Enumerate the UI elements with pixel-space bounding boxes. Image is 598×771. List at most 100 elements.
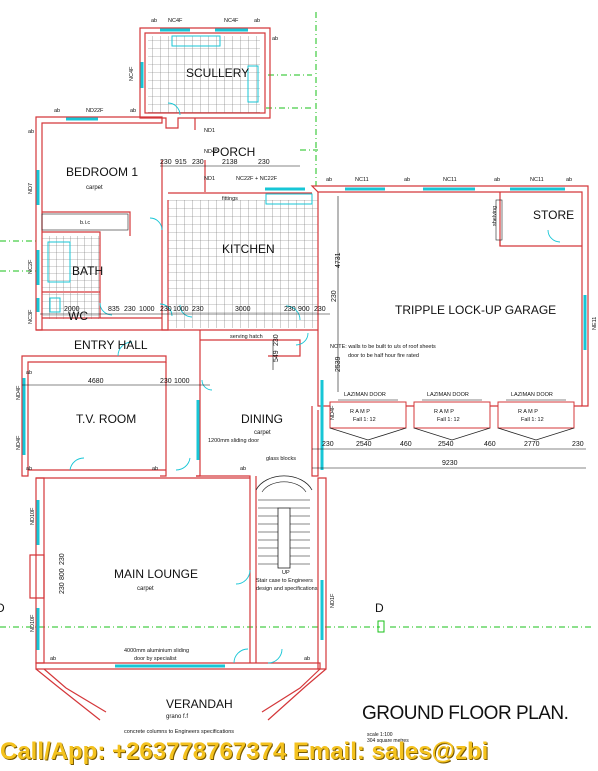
- scullery-floor: [148, 36, 260, 113]
- label-wc: WC: [68, 309, 88, 323]
- section-mark-left: D: [0, 601, 5, 615]
- label-entry-hall: ENTRY HALL: [74, 338, 148, 352]
- note-laziman-2: LAZIMAN DOOR: [427, 392, 469, 398]
- element-tags: NC4F NC4F NC4F ND22F ab ab ab ab ab ab N…: [16, 18, 598, 662]
- label-kitchen: KITCHEN: [222, 242, 275, 256]
- staircase: [255, 475, 313, 569]
- tag-bic: b.i.c: [80, 220, 90, 226]
- fixtures: [41, 35, 503, 313]
- dim-230-g: 230: [284, 306, 296, 313]
- dim-230-b: 230: [192, 159, 204, 166]
- note-glass-blocks: glass blocks: [266, 456, 296, 462]
- drawing-scale: scale 1:100 304 square metres: [367, 732, 409, 744]
- note-stair-2: design and specifications: [256, 586, 318, 592]
- note-serving-hatch: serving hatch: [230, 334, 263, 340]
- section-mark-right: D: [375, 601, 384, 615]
- dim-2000: 2000: [64, 306, 80, 313]
- label-verandah-finish: grano f.f: [166, 714, 188, 720]
- dim-800: 800: [59, 568, 66, 580]
- dim-230-a: 230: [160, 159, 172, 166]
- tag-ab-4: ab: [54, 108, 60, 114]
- tag-ab-12: ab: [26, 466, 32, 472]
- tag-ab-16: ab: [240, 466, 246, 472]
- note-fall-1: Fall 1: 12: [353, 417, 376, 423]
- note-ramp-1: R A M P: [350, 409, 370, 415]
- tag-shelving: shelving: [492, 206, 498, 226]
- note-ramp-2: R A M P: [434, 409, 454, 415]
- wc-floor: [42, 293, 100, 319]
- tag-nc2f: NC2F: [28, 259, 34, 274]
- dim-230-m: 230: [59, 553, 66, 565]
- tag-nc11-c: NC11: [530, 177, 544, 183]
- dim-230-k: 230: [322, 441, 334, 448]
- dim-230-h: 230: [314, 306, 326, 313]
- tag-nc11-b: NC11: [443, 177, 457, 183]
- tag-nc4f-side: NC4F: [129, 66, 135, 81]
- tag-ab-3: ab: [272, 36, 278, 42]
- tag-nc11-a: NC11: [355, 177, 369, 183]
- label-porch: PORCH: [212, 145, 255, 159]
- dim-1000-c: 1000: [174, 378, 190, 385]
- tag-ab-15: ab: [304, 656, 310, 662]
- tag-nd1f: ND1F: [330, 593, 336, 608]
- label-store: STORE: [533, 208, 574, 222]
- dim-915: 915: [175, 159, 187, 166]
- dim-4731: 4731: [335, 252, 342, 268]
- note-fall-3: Fall 1: 12: [521, 417, 544, 423]
- tag-nd45: ND45: [204, 149, 218, 155]
- tag-nd4f-b: ND4F: [16, 435, 22, 450]
- tag-ab-5: ab: [130, 108, 136, 114]
- dim-460-a: 460: [400, 441, 412, 448]
- tag-ab-11: ab: [26, 370, 32, 376]
- dim-1000-a: 1000: [139, 306, 155, 313]
- label-bath: BATH: [72, 264, 103, 278]
- note-up: UP: [282, 570, 290, 576]
- tag-ab-1: ab: [151, 18, 157, 24]
- tag-nc4f-a: NC4F: [168, 18, 183, 24]
- dim-1000-b: 1000: [173, 306, 189, 313]
- dim-230-c: 230: [258, 159, 270, 166]
- dim-230-l: 230: [572, 441, 584, 448]
- label-dining-finish: carpet: [254, 430, 271, 436]
- tag-ab-8: ab: [404, 177, 410, 183]
- tag-ab-14: ab: [50, 656, 56, 662]
- area-text: 304 square metres: [367, 738, 409, 744]
- scale-text: scale 1:100: [367, 732, 393, 738]
- tag-nd7: ND7: [28, 183, 34, 194]
- contact-banner-text: Call/App: +263778767374 Email: sales@zbi: [0, 738, 489, 765]
- label-scullery: SCULLERY: [186, 66, 249, 80]
- drawing-title: GROUND FLOOR PLAN.: [362, 703, 569, 724]
- note-fall-2: Fall 1: 12: [437, 417, 460, 423]
- tag-nd10f-b: ND10F: [30, 614, 36, 632]
- note-columns: concrete columns to Engineers specificat…: [124, 729, 234, 735]
- note-alu-2: door by specialist: [134, 656, 177, 662]
- dim-9230: 9230: [442, 460, 458, 467]
- dim-2540-b: 2540: [438, 441, 454, 448]
- tag-nd1-a: ND1: [204, 128, 215, 134]
- kitchen-floor: [168, 200, 318, 328]
- dim-230-d: 230: [124, 306, 136, 313]
- note-roof-2: door to be half hour fire rated: [348, 353, 419, 359]
- dim-230-n: 230: [59, 582, 66, 594]
- dim-460-b: 460: [484, 441, 496, 448]
- note-roof-1: NOTE: walls to be built to u/s of roof s…: [330, 344, 436, 350]
- dim-230-j: 230: [160, 378, 172, 385]
- tag-ab-13: ab: [152, 466, 158, 472]
- room-labels: SCULLERY BEDROOM 1 carpet BATH WC PORCH …: [66, 66, 574, 720]
- grid-lines: [0, 12, 592, 633]
- label-lounge: MAIN LOUNGE: [114, 567, 198, 581]
- dimension-lines: [22, 165, 586, 469]
- tag-ab-9: ab: [494, 177, 500, 183]
- tag-nd1-b: ND1: [204, 176, 215, 182]
- tag-ab-7: ab: [326, 177, 332, 183]
- contact-banner: Call/App: +263778767374 Email: sales@zbi: [0, 738, 598, 771]
- dim-2539: 2539: [335, 356, 342, 372]
- note-sliding-door: 1200mm sliding door: [208, 438, 259, 444]
- tag-ab-6: ab: [28, 129, 34, 135]
- tag-nc22f: NC22F + NC22F: [236, 176, 278, 182]
- garage-ramps: [329, 399, 575, 441]
- tag-nd4f-c: ND4F: [330, 405, 336, 420]
- dim-4680: 4680: [88, 378, 104, 385]
- tag-nd10f-a: ND10F: [30, 507, 36, 525]
